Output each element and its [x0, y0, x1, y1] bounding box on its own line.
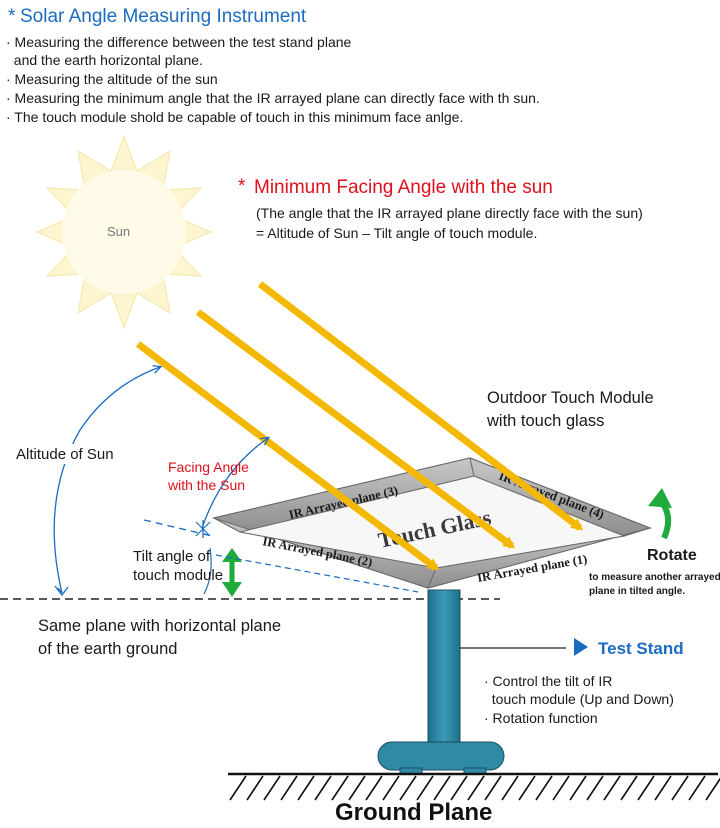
- sun-ray-3: [257, 281, 584, 531]
- hatch-stroke: [399, 775, 417, 801]
- hatch-stroke: [382, 775, 400, 801]
- hatch-stroke: [688, 775, 706, 801]
- test-stand-note: Test Stand · Control the tilt of IR touc…: [484, 638, 684, 726]
- altitude-label: Altitude of Sun: [16, 446, 114, 463]
- bullet-3: · Measuring the minimum angle that the I…: [6, 90, 540, 106]
- hatch-stroke: [433, 775, 451, 801]
- rotate-note-2: plane in tilted angle.: [589, 586, 685, 597]
- altitude-indicator: Altitude of Sun: [14, 367, 160, 597]
- hatch-stroke: [552, 775, 570, 801]
- facing-angle-indicator: Facing Angle with the Sun: [143, 438, 268, 538]
- tilt-label-2: touch module: [133, 567, 223, 584]
- test-stand: [377, 589, 566, 775]
- hatch-stroke: [586, 775, 604, 801]
- bullet-2: · Measuring the altitude of the sun: [6, 71, 218, 87]
- tilt-arrow-up-icon: [222, 548, 242, 562]
- module-label-line-1: Outdoor Touch Module: [487, 389, 654, 407]
- page-title: Solar Angle Measuring Instrument: [20, 6, 307, 27]
- rotate-label: Rotate: [647, 547, 697, 564]
- tilt-angle-indicator: Tilt angle of touch module: [133, 547, 419, 597]
- title-mark: *: [8, 6, 16, 27]
- sun-label: Sun: [107, 224, 130, 239]
- facing-angle-note: * Minimum Facing Angle with the sun (The…: [238, 176, 643, 241]
- hatch-stroke: [348, 775, 366, 801]
- hatch-stroke: [229, 775, 247, 801]
- sun: Sun: [35, 134, 213, 330]
- ground: Ground Plane: [228, 772, 720, 826]
- sun-ray-1: [135, 341, 440, 571]
- stand-line-2: touch module (Up and Down): [484, 691, 674, 707]
- facing-mark: *: [238, 176, 246, 197]
- hatch-stroke: [297, 775, 315, 801]
- facing-line-1: (The angle that the IR arrayed plane dir…: [256, 205, 643, 221]
- hatch-stroke: [467, 775, 485, 801]
- hatch-stroke: [671, 775, 689, 801]
- rotate-arrow-head: [648, 488, 672, 508]
- hatch-stroke: [263, 775, 281, 801]
- sun-ray-2: [195, 309, 516, 549]
- same-plane-label-2: of the earth ground: [38, 640, 177, 658]
- hatch-stroke: [365, 775, 383, 801]
- altitude-arc: [53, 367, 160, 594]
- stand-base: [377, 741, 505, 771]
- facing-line-2: = Altitude of Sun – Tilt angle of touch …: [256, 225, 537, 241]
- hatch-stroke: [280, 775, 298, 801]
- bullet-4: · The touch module shold be capable of t…: [6, 109, 463, 125]
- stand-line-3: · Rotation function: [484, 710, 598, 726]
- hatch-stroke: [620, 775, 638, 801]
- hatch-stroke: [603, 775, 621, 801]
- hatch-stroke: [450, 775, 468, 801]
- test-stand-label: Test Stand: [598, 639, 684, 658]
- hatch-stroke: [314, 775, 332, 801]
- facing-title: Minimum Facing Angle with the sun: [254, 177, 553, 198]
- hatch-stroke: [484, 775, 502, 801]
- sun-rays: [135, 281, 584, 571]
- hatch-stroke: [501, 775, 519, 801]
- hatch-stroke: [637, 775, 655, 801]
- hatch-stroke: [331, 775, 349, 801]
- hatch-stroke: [535, 775, 553, 801]
- ground-plane-label: Ground Plane: [335, 799, 492, 826]
- rotate-indicator: Rotate to measure another arrayed plane …: [589, 488, 720, 597]
- same-plane-label-1: Same plane with horizontal plane: [38, 617, 281, 635]
- facing-angle-label-1: Facing Angle: [168, 459, 249, 475]
- ground-hatching: [229, 775, 720, 801]
- play-triangle-icon: [574, 638, 588, 656]
- hatch-stroke: [705, 777, 720, 801]
- hatch-stroke: [569, 775, 587, 801]
- stand-pole: [427, 589, 461, 749]
- stand-line-1: · Control the tilt of IR: [484, 673, 612, 689]
- header-section: * Solar Angle Measuring Instrument · Mea…: [6, 6, 540, 125]
- bullet-1: · Measuring the difference between the t…: [6, 34, 352, 50]
- tilt-label-1: Tilt angle of: [133, 548, 211, 565]
- hatch-stroke: [518, 775, 536, 801]
- facing-angle-label-2: with the Sun: [167, 477, 245, 493]
- tilt-arrow-down-icon: [222, 582, 242, 597]
- sun-core: [62, 170, 186, 294]
- module-label-line-2: with touch glass: [486, 412, 604, 430]
- rotate-note-1: to measure another arrayed: [589, 572, 720, 583]
- hatch-stroke: [416, 775, 434, 801]
- bullet-1-cont: and the earth horizontal plane.: [6, 52, 203, 68]
- hatch-stroke: [246, 775, 264, 801]
- hatch-stroke: [654, 775, 672, 801]
- facing-angle-arc: [201, 438, 268, 529]
